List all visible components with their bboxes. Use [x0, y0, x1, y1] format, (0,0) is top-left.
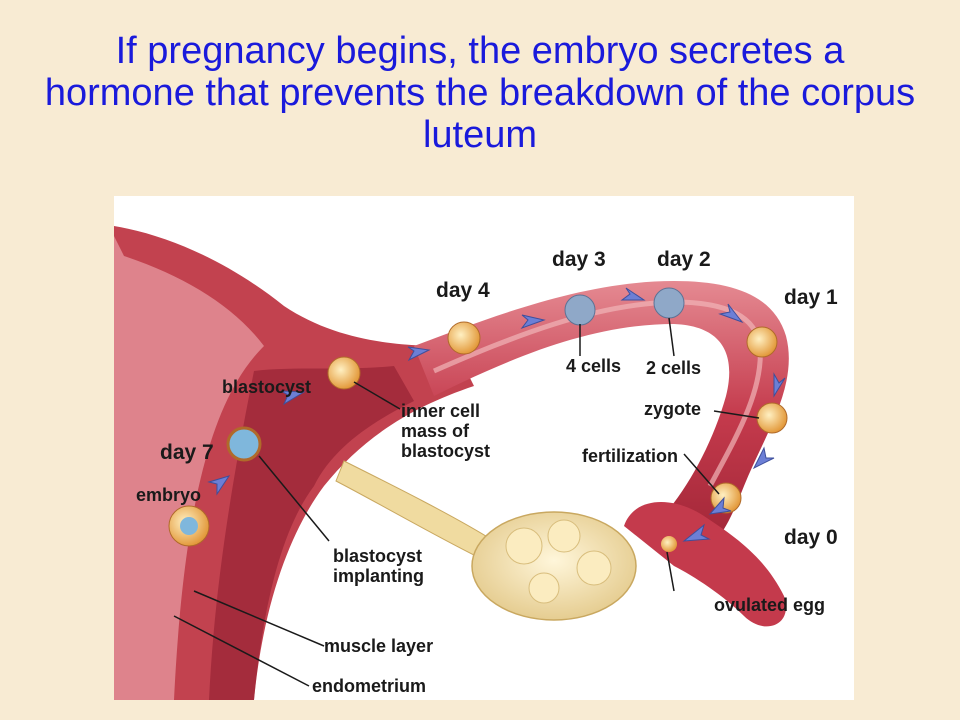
reproductive-tract-illustration [114, 226, 789, 700]
label-ovulated-egg: ovulated egg [714, 595, 826, 615]
muscle-layer [114, 236, 264, 700]
label-day-0: day 0 [784, 526, 838, 549]
day7-cell [226, 426, 262, 462]
embryo-development-diagram: day 3 day 2 day 4 day 1 4 cells 2 cells … [114, 196, 854, 700]
progression-arrows [207, 287, 786, 542]
label-embryo: embryo [136, 485, 202, 505]
day4-morula [447, 321, 481, 355]
label-zygote: zygote [644, 399, 702, 419]
label-4-cells: 4 cells [566, 356, 622, 376]
label-day-7: day 7 [160, 441, 214, 464]
blank-panel [454, 630, 624, 700]
slide-title: If pregnancy begins, the embryo secretes… [44, 30, 916, 156]
four-cells [564, 294, 596, 326]
label-fertilization: fertilization [582, 446, 679, 466]
zygote-cell [756, 402, 788, 434]
label-inner-cell-mass: inner cell mass of blastocyst [401, 401, 491, 461]
label-muscle-layer: muscle layer [324, 636, 434, 656]
label-day-3: day 3 [552, 248, 606, 271]
label-endometrium: endometrium [312, 676, 427, 696]
day1-cell [746, 326, 778, 358]
fallopian-tube [414, 281, 789, 552]
label-day-1: day 1 [784, 286, 838, 309]
two-cells [653, 287, 685, 319]
label-2-cells: 2 cells [646, 358, 702, 378]
ovulated-egg-cell [661, 536, 677, 552]
blastocyst-cell [327, 356, 361, 390]
label-day-2: day 2 [657, 248, 711, 271]
tube-lumen [432, 299, 763, 488]
label-blastocyst: blastocyst [222, 377, 312, 397]
label-blastocyst-implanting: blastocyst implanting [333, 546, 424, 586]
fimbriae [624, 502, 786, 627]
leader-lines [173, 317, 760, 687]
label-day-4: day 4 [436, 279, 490, 302]
